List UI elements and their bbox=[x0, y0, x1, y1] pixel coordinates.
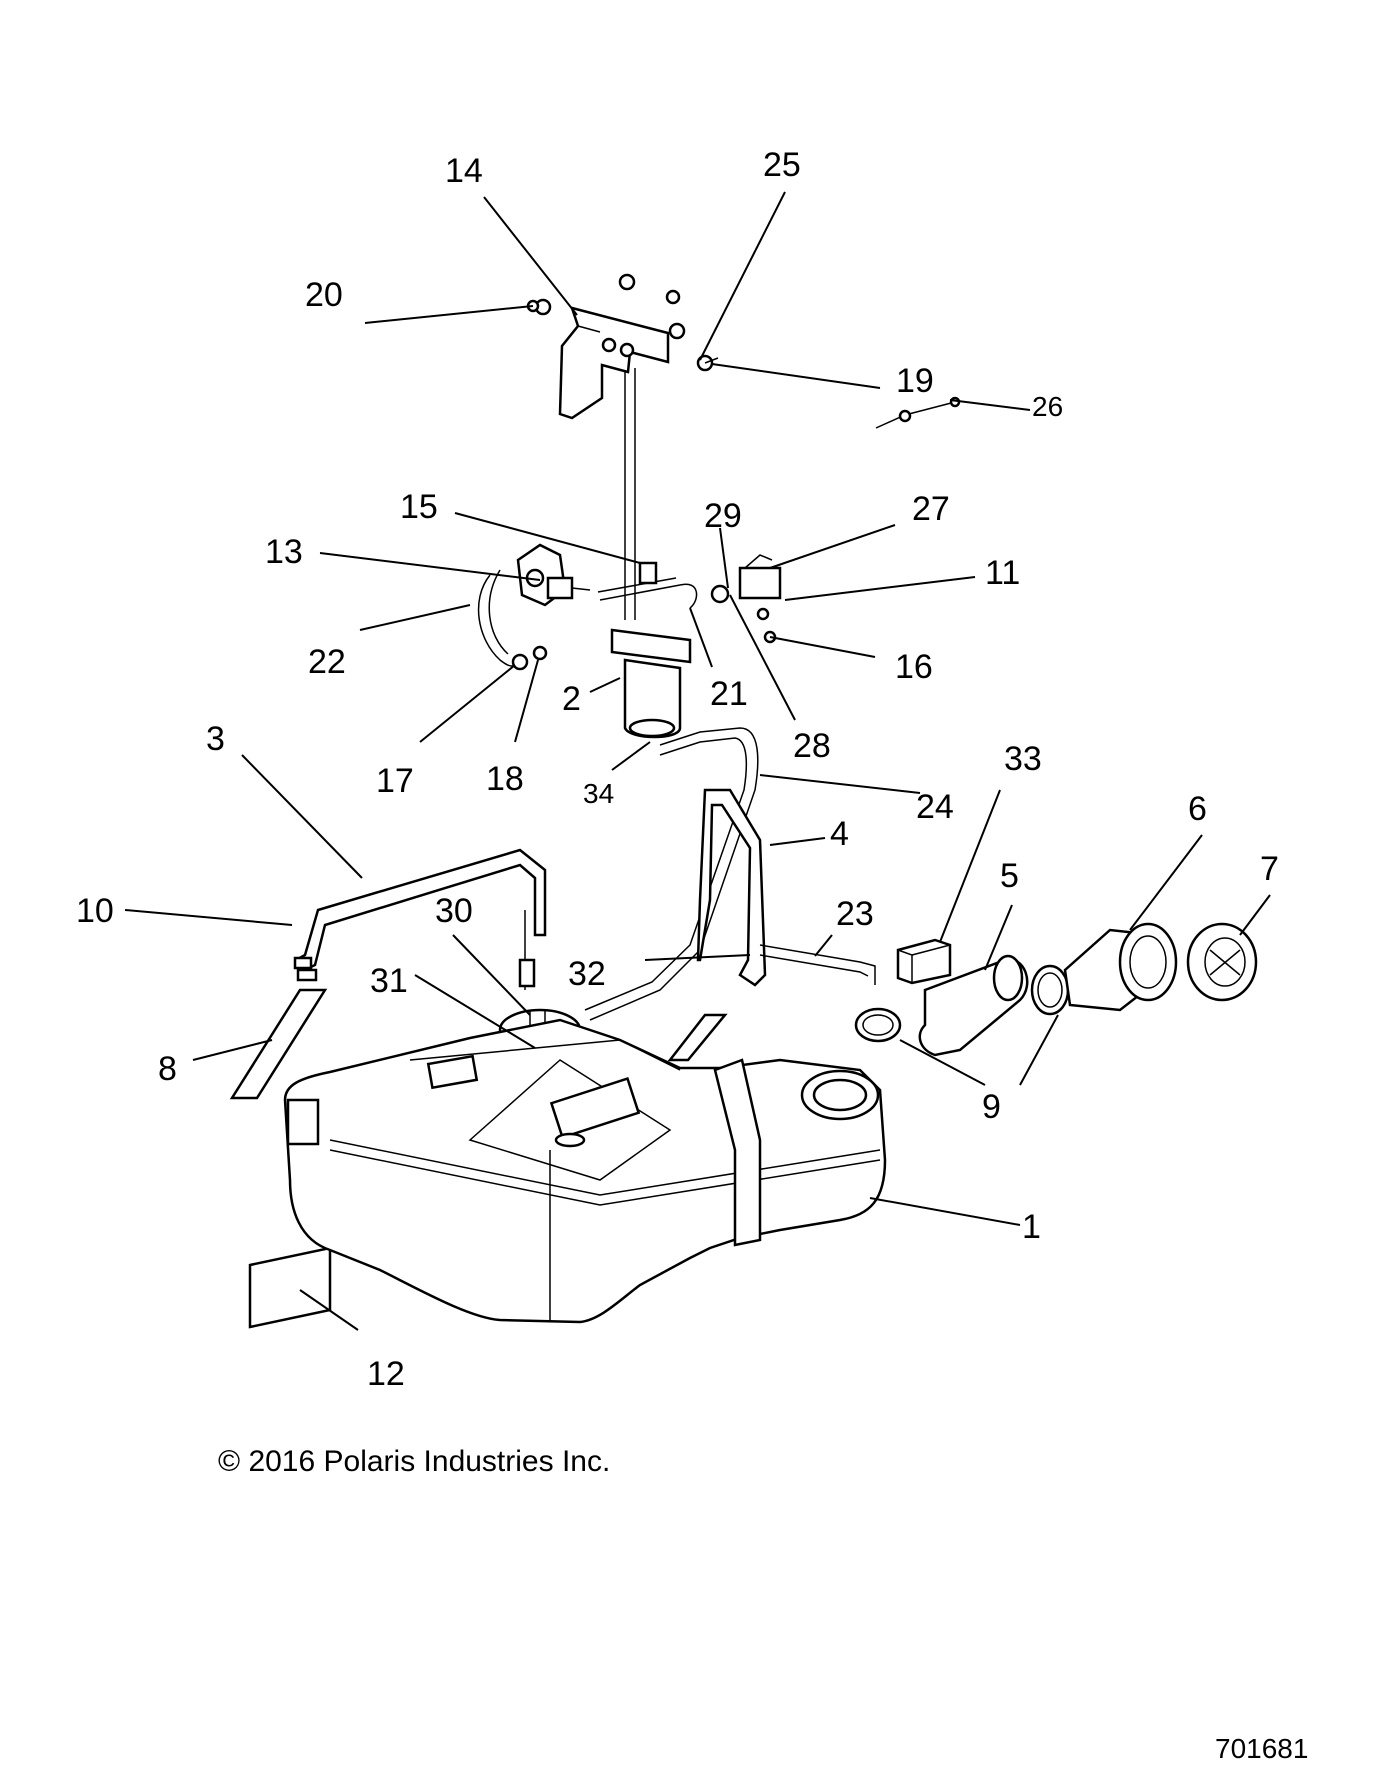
foam-block bbox=[896, 938, 952, 985]
vent-hose bbox=[759, 944, 876, 985]
callout-34: 34 bbox=[583, 778, 614, 809]
fuel-filter bbox=[610, 628, 692, 739]
callout-12: 12 bbox=[367, 1355, 405, 1393]
callout-19: 19 bbox=[896, 362, 934, 400]
callout-28: 28 bbox=[793, 727, 831, 765]
vertical-line bbox=[624, 368, 636, 620]
fuel-tank bbox=[283, 1018, 887, 1324]
callout-3: 3 bbox=[206, 720, 225, 758]
fuel-pump bbox=[516, 543, 591, 607]
callout-11: 11 bbox=[985, 554, 1020, 592]
callout-31: 31 bbox=[370, 962, 408, 1000]
callout-9: 9 bbox=[982, 1088, 1001, 1126]
callout-25: 25 bbox=[763, 146, 801, 184]
callout-24: 24 bbox=[916, 788, 954, 826]
vent-line bbox=[875, 396, 961, 429]
callout-5: 5 bbox=[1000, 857, 1019, 895]
callout-10: 10 bbox=[76, 892, 114, 930]
fuel-line bbox=[597, 561, 698, 609]
callout-30: 30 bbox=[435, 892, 473, 930]
callout-1: 1 bbox=[1022, 1208, 1041, 1246]
callout-7: 7 bbox=[1260, 850, 1279, 888]
callout-16: 16 bbox=[895, 648, 933, 686]
tank-strap-right bbox=[696, 788, 767, 987]
callout-32: 32 bbox=[568, 955, 606, 993]
document-number: 701681 bbox=[1215, 1733, 1308, 1764]
callout-8: 8 bbox=[158, 1050, 177, 1088]
copyright-text: © 2016 Polaris Industries Inc. bbox=[218, 1445, 610, 1478]
callout-2: 2 bbox=[562, 680, 581, 718]
callout-17: 17 bbox=[376, 762, 414, 800]
callout-20: 20 bbox=[305, 276, 343, 314]
callout-27: 27 bbox=[912, 490, 950, 528]
callout-23: 23 bbox=[836, 895, 874, 933]
callout-29: 29 bbox=[704, 497, 742, 535]
filler-hose bbox=[918, 954, 1029, 1057]
callout-21: 21 bbox=[710, 675, 748, 713]
callout-15: 15 bbox=[400, 488, 438, 526]
leader-lines bbox=[124, 191, 1271, 1331]
callout-26: 26 bbox=[1032, 391, 1063, 422]
filler-neck bbox=[1063, 922, 1178, 1012]
fuel-cap bbox=[1186, 922, 1258, 1002]
callout-labels: 1 2 3 4 5 6 7 8 9 10 11 12 13 14 15 16 1… bbox=[76, 146, 1279, 1393]
decals bbox=[229, 988, 728, 1329]
callout-6: 6 bbox=[1188, 790, 1207, 828]
callout-13: 13 bbox=[265, 533, 303, 571]
callout-33: 33 bbox=[1004, 740, 1042, 778]
check-valve bbox=[710, 554, 782, 644]
callout-4: 4 bbox=[830, 815, 849, 853]
hose-clamps bbox=[854, 964, 1070, 1043]
callout-18: 18 bbox=[486, 760, 524, 798]
tank-strap-left bbox=[293, 848, 547, 982]
callout-22: 22 bbox=[308, 643, 346, 681]
mounting-bracket bbox=[526, 273, 719, 420]
return-line bbox=[584, 727, 759, 1021]
parts-illustration bbox=[229, 273, 1258, 1329]
callout-14: 14 bbox=[445, 152, 483, 190]
